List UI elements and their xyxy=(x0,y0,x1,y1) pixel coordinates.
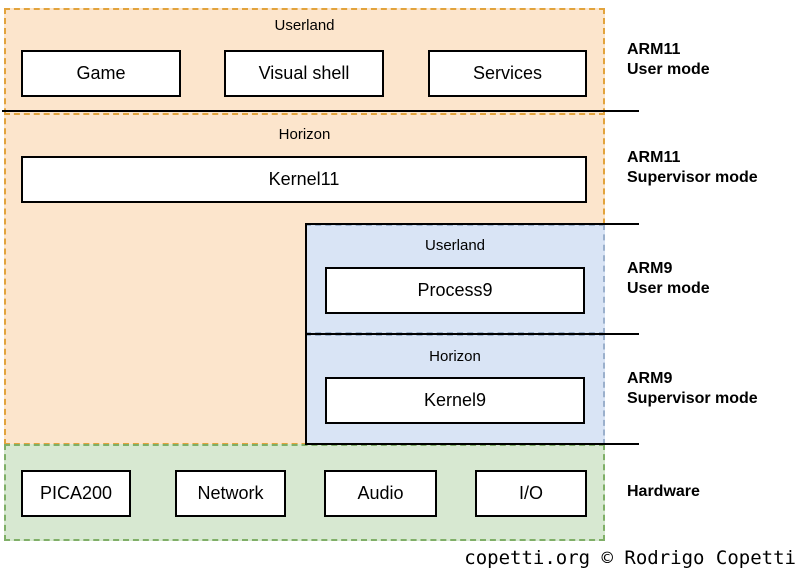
label-arm11-user-mode: ARM11 User mode xyxy=(627,10,797,110)
label-arm9-supervisor-mode: ARM9 Supervisor mode xyxy=(627,335,797,443)
label-line: ARM11 xyxy=(627,148,681,166)
network-box: Network xyxy=(175,470,286,517)
io-box: I/O xyxy=(475,470,587,517)
label-line: ARM9 xyxy=(627,370,673,387)
label-line: Supervisor mode xyxy=(627,390,758,407)
game-box: Game xyxy=(21,50,181,97)
label-arm9-user-mode: ARM9 User mode xyxy=(627,225,797,333)
process9-box: Process9 xyxy=(325,267,585,314)
arm11-userland-title: Userland xyxy=(274,17,335,34)
label-line: ARM9 xyxy=(627,260,673,277)
label-line: Hardware xyxy=(627,483,700,500)
label-hardware: Hardware xyxy=(627,445,797,539)
arm11-user-supervisor-dashed-divider xyxy=(4,113,605,115)
label-line: User mode xyxy=(627,280,710,297)
hardware-separator-line xyxy=(305,443,639,445)
services-box: Services xyxy=(428,50,587,97)
label-line: User mode xyxy=(627,61,710,78)
kernel11-box: Kernel11 xyxy=(21,156,587,203)
arm11-mode-separator-line xyxy=(2,110,639,112)
arm9-mode-separator-line xyxy=(305,333,639,335)
credit-text: copetti.org © Rodrigo Copetti xyxy=(464,547,796,569)
label-arm11-supervisor-mode: ARM11 Supervisor mode xyxy=(627,112,797,223)
audio-box: Audio xyxy=(324,470,437,517)
kernel9-box: Kernel9 xyxy=(325,377,585,424)
arm9-horizon-title: Horizon xyxy=(429,348,481,365)
label-line: ARM11 xyxy=(627,41,681,58)
arm9-left-border-line xyxy=(305,223,307,445)
pica200-box: PICA200 xyxy=(21,470,131,517)
visual-shell-box: Visual shell xyxy=(224,50,384,97)
arm9-top-separator-line xyxy=(305,223,639,225)
arm9-userland-title: Userland xyxy=(424,237,486,254)
arm11-horizon-title: Horizon xyxy=(278,126,331,143)
label-line: Supervisor mode xyxy=(627,168,758,186)
